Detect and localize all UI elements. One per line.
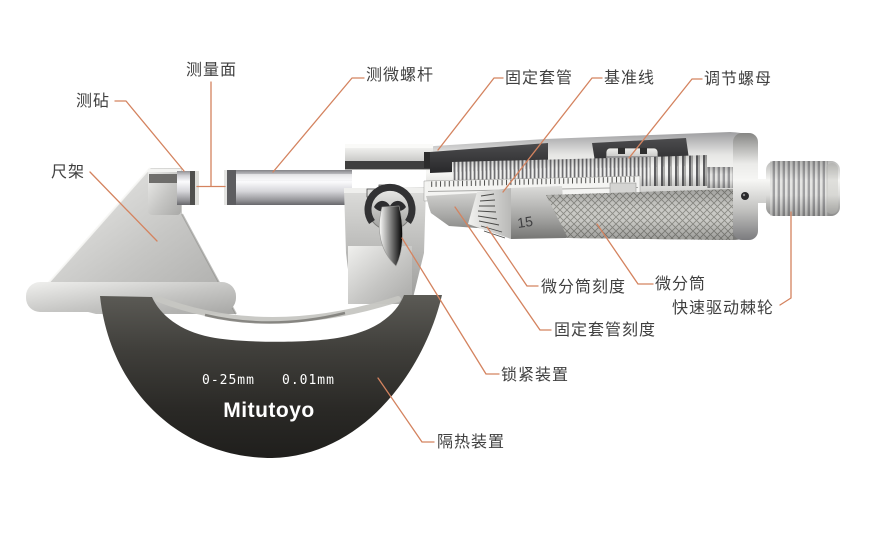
ratchet-knob	[766, 161, 840, 216]
leader-thimble	[596, 223, 654, 285]
leader-thimble-scale	[486, 226, 539, 287]
label-adjusting-nut: 调节螺母	[704, 71, 773, 88]
anvil-holder	[148, 169, 181, 215]
ratchet-neck	[757, 179, 766, 203]
lock-assembly	[364, 183, 416, 267]
brand-logo: Mitutoyo	[223, 399, 314, 422]
label-frame: 尺架	[51, 164, 86, 181]
frame-inner-arc	[155, 296, 401, 323]
range-text: 0-25mm	[202, 373, 255, 388]
label-lock: 锁紧装置	[501, 367, 570, 384]
frame-right-foot	[348, 246, 412, 304]
lock-lever	[379, 205, 403, 267]
leader-adjusting-nut	[628, 78, 703, 159]
label-sleeve: 固定套管	[505, 70, 574, 87]
resolution-text: 0.01mm	[282, 373, 335, 388]
leader-sleeve	[437, 77, 504, 151]
leader-anvil	[114, 100, 185, 172]
leader-measuring-face	[196, 81, 226, 188]
label-measuring-face: 测量面	[186, 62, 238, 79]
thimble-graduations	[477, 193, 506, 239]
label-thimble-scale: 微分筒刻度	[541, 279, 627, 296]
heat-shield-body: 0-25mm 0.01mm Mitutoyo	[100, 295, 442, 458]
leader-frame	[89, 171, 158, 242]
barrel-end-cap	[733, 133, 758, 240]
sleeve-lower-body	[426, 193, 478, 228]
leader-spindle	[272, 77, 365, 173]
label-anvil: 测砧	[76, 93, 111, 110]
cap-screw	[741, 192, 749, 200]
label-ratchet: 快速驱动棘轮	[672, 300, 775, 317]
leader-heat-shield	[377, 377, 435, 443]
label-thimble: 微分筒	[655, 276, 707, 293]
leader-ratchet	[779, 211, 792, 306]
leader-datum-line	[502, 77, 603, 193]
label-datum-line: 基准线	[604, 70, 656, 87]
anvil-cylinder	[177, 171, 199, 205]
thimble-bevel	[468, 188, 511, 239]
label-sleeve-scale: 固定套管刻度	[554, 322, 657, 339]
leader-lines	[89, 77, 792, 443]
thimble-reading: 15	[516, 213, 534, 231]
sleeve-top-block	[345, 144, 433, 170]
spindle-shaft	[224, 170, 352, 205]
leader-sleeve-scale	[454, 206, 552, 331]
leader-lock	[401, 237, 500, 375]
label-spindle: 测微螺杆	[366, 67, 435, 84]
thimble-knurl	[546, 189, 733, 240]
label-heat-shield: 隔热装置	[437, 434, 506, 451]
